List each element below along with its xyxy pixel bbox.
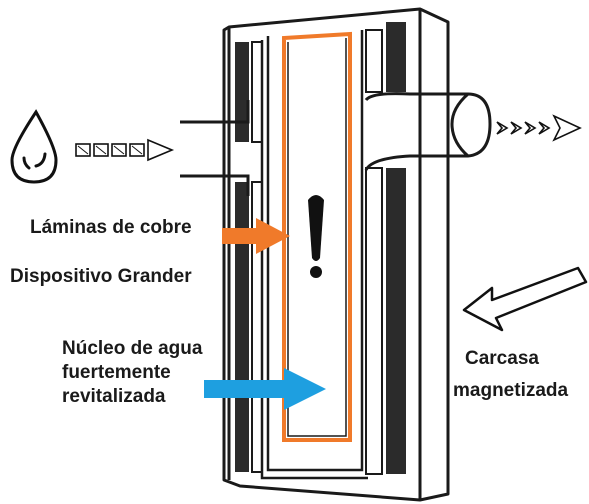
housing-label-line: Carcasa [465,348,539,369]
copper-pointer-arrow [222,218,290,254]
water-core-label-line: Núcleo de agua [62,338,203,359]
inlet-pipe [180,100,250,196]
housing [222,7,450,502]
right-dark-column [365,22,406,475]
outlet-pipe [364,92,492,171]
inner-chamber [260,30,368,480]
housing-pointer-arrow [462,266,588,332]
core-pointer-arrow [204,368,326,410]
copper-sheets-label: Láminas de cobre [30,217,192,238]
copper-sheet [282,31,352,442]
housing-label: Carcasa magnetizada [453,343,568,407]
inflow-arrow [75,138,175,162]
left-dark-column [235,41,263,473]
outflow-arrow [496,114,582,142]
housing-label-line: magnetizada [453,380,569,401]
exclamation-icon [308,195,324,278]
grander-device-label: Dispositivo Grander [10,266,192,287]
water-core-label-line: fuertemente [62,362,171,383]
water-drop-icon [10,109,58,184]
water-core-label: Núcleo de agua fuertemente revitalizada [62,337,202,409]
water-core-label-line: revitalizada [62,386,166,407]
